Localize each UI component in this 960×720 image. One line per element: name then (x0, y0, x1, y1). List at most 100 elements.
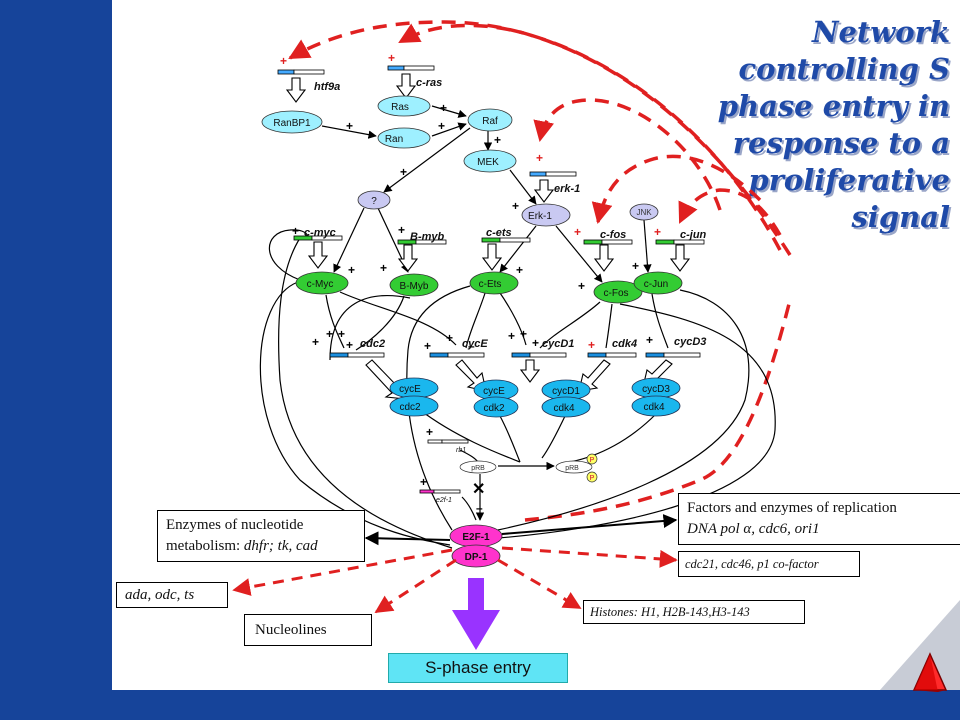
svg-text:P: P (590, 457, 595, 464)
svg-text:+: + (292, 224, 299, 238)
gene-bar-cdk4 (587, 352, 637, 358)
label-dp1: DP-1 (465, 552, 488, 563)
svg-text:+: + (446, 331, 453, 345)
gene-bar-cdc2 (329, 352, 385, 358)
slide-title: Network controlling S phase entry in res… (590, 14, 950, 236)
tx-arrow-b-myb (397, 244, 419, 272)
svg-text:pRB: pRB (471, 465, 485, 472)
inhibition-cross: ✕ (472, 481, 485, 498)
histones-box: Histones: H1, H2B-143,H3-143 (583, 600, 805, 624)
prb-group: pRB pRB P P (459, 453, 598, 483)
title-line-5: proliferative (748, 163, 950, 197)
complex-cyce-cdc2: cycE cdc2 (389, 377, 439, 417)
gene-bar-htf9a (277, 69, 325, 75)
arrow-e2f-replication (501, 514, 678, 535)
edge-bmyb-loop (329, 295, 411, 361)
svg-text:cdk4: cdk4 (643, 402, 665, 413)
arc-to-c-fos (591, 154, 762, 225)
edge-cets-loop (406, 285, 471, 531)
svg-text:+: + (388, 51, 395, 65)
svg-text:c-Jun: c-Jun (644, 279, 668, 290)
arc-to-erk1 (533, 98, 722, 211)
node-raf: Raf (467, 108, 513, 132)
edge-unknown-cmyc (333, 207, 365, 273)
gene-label-cyce: cycE (462, 338, 488, 350)
svg-text:+: + (508, 329, 515, 343)
svg-text:+: + (348, 263, 355, 277)
left-frame-bar (0, 0, 112, 720)
svg-text:cycE: cycE (483, 386, 505, 397)
gene-label-erk1: erk-1 (554, 183, 580, 195)
gene-label-cdk4: cdk4 (612, 338, 637, 350)
node-cjun: c-Jun (633, 271, 683, 295)
gene-bar-cycd1 (511, 352, 567, 358)
home-nav-icon[interactable] (910, 652, 950, 696)
tx-arrow-c-myc (307, 241, 329, 269)
e2f-output-arrows (364, 514, 678, 546)
gene-label-c-myc: c-myc (304, 227, 336, 239)
svg-text:+: + (532, 336, 539, 350)
node-jnk: JNK (629, 203, 659, 221)
svg-text:+: + (646, 333, 653, 347)
svg-text:cdk4: cdk4 (553, 403, 575, 414)
svg-text:P: P (590, 475, 595, 482)
node-prb-phosphorylated: pRB (555, 460, 593, 474)
title-line-4: response to a (732, 126, 950, 160)
edge-cfos-cdk4 (605, 303, 613, 349)
gene-bar-cycd3 (645, 352, 701, 358)
edge-e2f-loop (278, 237, 453, 549)
gene-bar-b-myb (397, 239, 447, 245)
node-cfos: c-Fos (593, 280, 643, 304)
edge-cmyc-loop-top (268, 229, 309, 281)
svg-text:–: – (476, 501, 483, 515)
svg-text:+: + (312, 335, 319, 349)
svg-text:Raf: Raf (482, 116, 498, 127)
gene-label-c-fos: c-fos (600, 229, 626, 241)
title-line-2: controlling S (738, 52, 950, 86)
gene-bar-cyce (429, 352, 485, 358)
svg-text:+: + (326, 327, 333, 341)
node-bmyb: B-Myb (389, 273, 439, 297)
svg-text:cdk2: cdk2 (483, 403, 505, 414)
gene-label-c-ets: c-ets (486, 227, 512, 239)
replication-line-2: DNA pol α, cdc6, ori1 (687, 521, 820, 537)
svg-text:RanBP1: RanBP1 (273, 118, 311, 129)
svg-text:Ran: Ran (385, 134, 403, 145)
svg-text:+: + (426, 425, 433, 439)
title-line-1: Network (811, 15, 950, 49)
s-phase-big-arrow (452, 578, 500, 650)
edge-complex3-prb (541, 413, 567, 459)
nucleolines-box: Nucleolines (244, 614, 372, 646)
svg-text:+: + (536, 151, 543, 165)
tx-arrow-c-ets (481, 243, 503, 271)
edge-e2f1-gene (461, 496, 477, 521)
cdc21-text: cdc21, cdc46, p1 co-factor (685, 557, 819, 571)
edge-complex-prb (419, 409, 521, 463)
label-e2f1: E2F-1 (462, 532, 490, 543)
nucleolines-text: Nucleolines (255, 622, 327, 638)
svg-text:+: + (574, 225, 581, 239)
node-unknown: ? (357, 190, 391, 210)
node-ran: Ran (377, 127, 431, 149)
protein-nodes: RanBP1 Ras Ran Raf MEK ? Erk-1 JNK c-Myc… (261, 95, 683, 304)
svg-text:+: + (400, 165, 407, 179)
svg-text:+: + (588, 338, 595, 352)
edge-complex4-prb (569, 413, 657, 463)
edge-cjun-cycd3 (651, 293, 669, 349)
svg-text:pRB: pRB (565, 465, 579, 472)
cdc21-box: cdc21, cdc46, p1 co-factor (678, 551, 860, 577)
phospho-top: P (586, 453, 598, 465)
svg-text:–: – (468, 339, 475, 353)
svg-text:+: + (398, 223, 405, 237)
gene-bar-rb1 (427, 439, 469, 444)
title-line-3: phase entry in (717, 89, 950, 123)
svg-text:+: + (438, 119, 445, 133)
complex-cycd3-cdk4: cycD3 cdk4 (631, 377, 681, 417)
arc-to-c-jun (678, 188, 782, 236)
gene-bar-c-ets (481, 237, 531, 243)
gene-bar-c-fos (583, 239, 633, 245)
node-cets: c-Ets (469, 271, 519, 295)
svg-text:+: + (632, 259, 639, 273)
edge-raf-unknown (383, 127, 471, 193)
gene-label-cycd3: cycD3 (674, 336, 706, 348)
